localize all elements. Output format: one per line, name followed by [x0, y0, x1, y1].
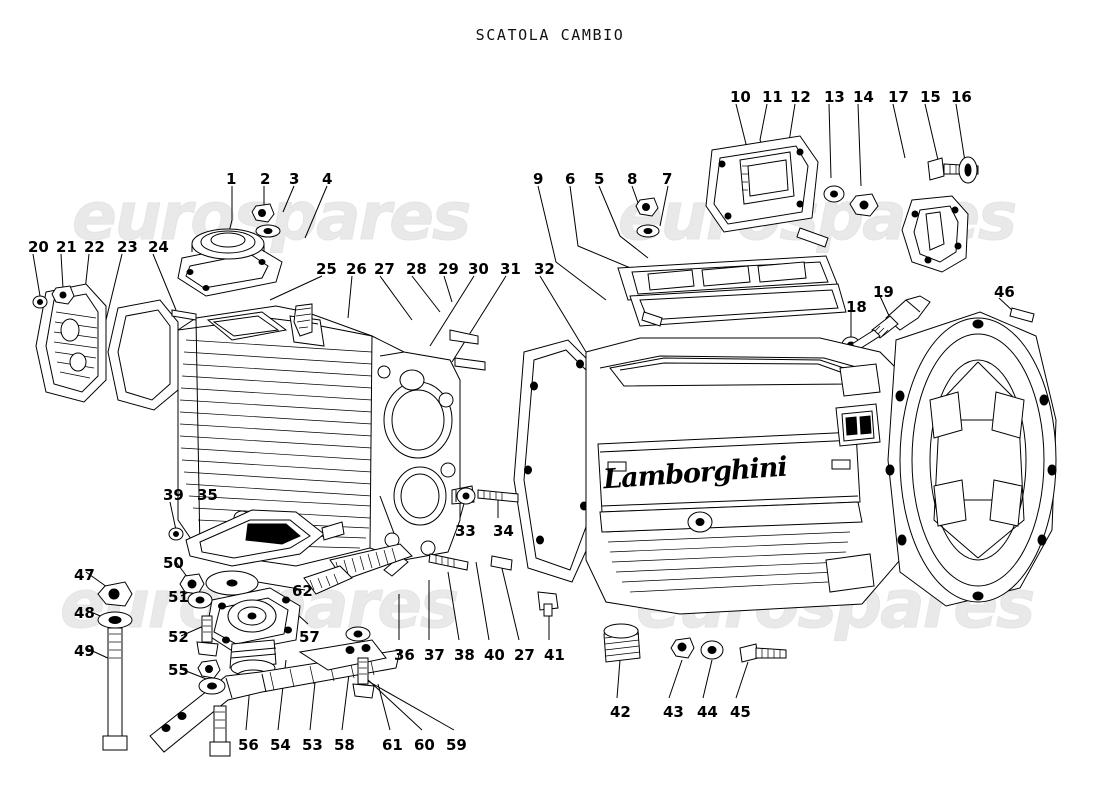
callout-number-17: 17 [888, 88, 909, 106]
callout-number-28: 28 [406, 260, 427, 278]
callout-number-21: 21 [56, 238, 77, 256]
callout-number-16: 16 [951, 88, 972, 106]
callout-number-52: 52 [168, 628, 189, 646]
callout-number-20: 20 [28, 238, 49, 256]
callout-number-30: 30 [468, 260, 489, 278]
callout-number-38: 38 [454, 646, 475, 664]
callout-number-35: 35 [197, 486, 218, 504]
callout-number-58: 58 [334, 736, 355, 754]
callout-number-53: 53 [302, 736, 323, 754]
callout-number-47: 47 [74, 566, 95, 584]
callout-number-36: 36 [394, 646, 415, 664]
callout-number-43: 43 [663, 703, 684, 721]
callout-number-10: 10 [730, 88, 751, 106]
page-title: SCATOLA CAMBIO [475, 26, 625, 44]
callout-number-59: 59 [446, 736, 467, 754]
callout-number-56: 56 [238, 736, 259, 754]
callout-number-14: 14 [853, 88, 874, 106]
callout-number-40: 40 [484, 646, 505, 664]
callout-number-31: 31 [500, 260, 521, 278]
callout-number-3: 3 [289, 170, 300, 188]
callout-number-4: 4 [322, 170, 333, 188]
callout-number-50: 50 [163, 554, 184, 572]
callout-number-6: 6 [565, 170, 576, 188]
callout-number-60: 60 [414, 736, 435, 754]
callout-number-2: 2 [260, 170, 271, 188]
callout-number-26: 26 [346, 260, 367, 278]
callout-number-24: 24 [148, 238, 169, 256]
callout-number-54: 54 [270, 736, 291, 754]
callout-number-42: 42 [610, 703, 631, 721]
callout-number-44: 44 [697, 703, 718, 721]
callout-number-61: 61 [382, 736, 403, 754]
callout-number-22: 22 [84, 238, 105, 256]
callout-number-15: 15 [920, 88, 941, 106]
callout-number-25: 25 [316, 260, 337, 278]
callout-number-32: 32 [534, 260, 555, 278]
callout-number-23: 23 [117, 238, 138, 256]
callout-number-57: 57 [299, 628, 320, 646]
callout-number-27: 27 [374, 260, 395, 278]
callout-number-55: 55 [168, 661, 189, 679]
callout-number-7: 7 [662, 170, 673, 188]
callout-number-13: 13 [824, 88, 845, 106]
callout-number-18: 18 [846, 298, 867, 316]
callout-number-48: 48 [74, 604, 95, 622]
callout-number-9: 9 [533, 170, 544, 188]
callout-number-27: 27 [514, 646, 535, 664]
callout-number-46: 46 [994, 283, 1015, 301]
callout-number-5: 5 [594, 170, 605, 188]
callout-number-8: 8 [627, 170, 638, 188]
callout-number-1: 1 [226, 170, 237, 188]
callout-number-62: 62 [292, 582, 313, 600]
callout-number-34: 34 [493, 522, 514, 540]
callout-number-29: 29 [438, 260, 459, 278]
callout-number-45: 45 [730, 703, 751, 721]
callout-number-41: 41 [544, 646, 565, 664]
callout-number-37: 37 [424, 646, 445, 664]
callout-number-39: 39 [163, 486, 184, 504]
callout-number-12: 12 [790, 88, 811, 106]
callout-number-49: 49 [74, 642, 95, 660]
callout-number-33: 33 [455, 522, 476, 540]
callout-number-51: 51 [168, 588, 189, 606]
callout-number-19: 19 [873, 283, 894, 301]
callout-number-11: 11 [762, 88, 783, 106]
